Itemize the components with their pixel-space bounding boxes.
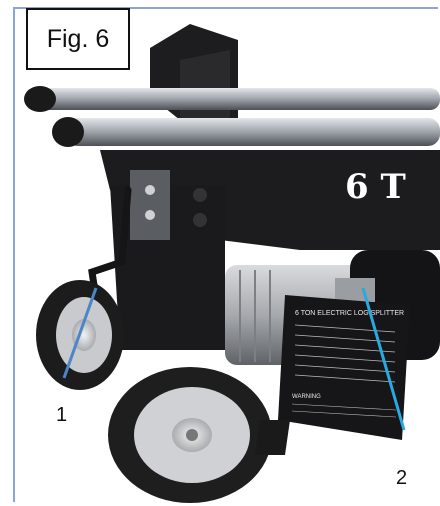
callout-number-1: 1: [56, 404, 68, 426]
figure-label-box: Fig. 6: [26, 8, 130, 70]
support-stand: [255, 420, 290, 455]
callout-line-1: [62, 287, 98, 379]
figure-frame: [13, 7, 438, 502]
beam-lettering: 6 T: [345, 167, 406, 207]
callout-number-2: 2: [396, 467, 408, 489]
beam-rails: [24, 86, 440, 147]
motor-spec-plate: 6 TON ELECTRIC LOG SPLITTER WARNING: [278, 295, 410, 440]
plate-title: 6 TON ELECTRIC LOG SPLITTER: [295, 310, 404, 317]
plate-warning: WARNING: [292, 394, 321, 400]
figure-label: Fig. 6: [46, 24, 110, 53]
front-wheel: [108, 367, 272, 503]
callout-line-2: [361, 287, 406, 431]
main-housing: [100, 150, 440, 350]
